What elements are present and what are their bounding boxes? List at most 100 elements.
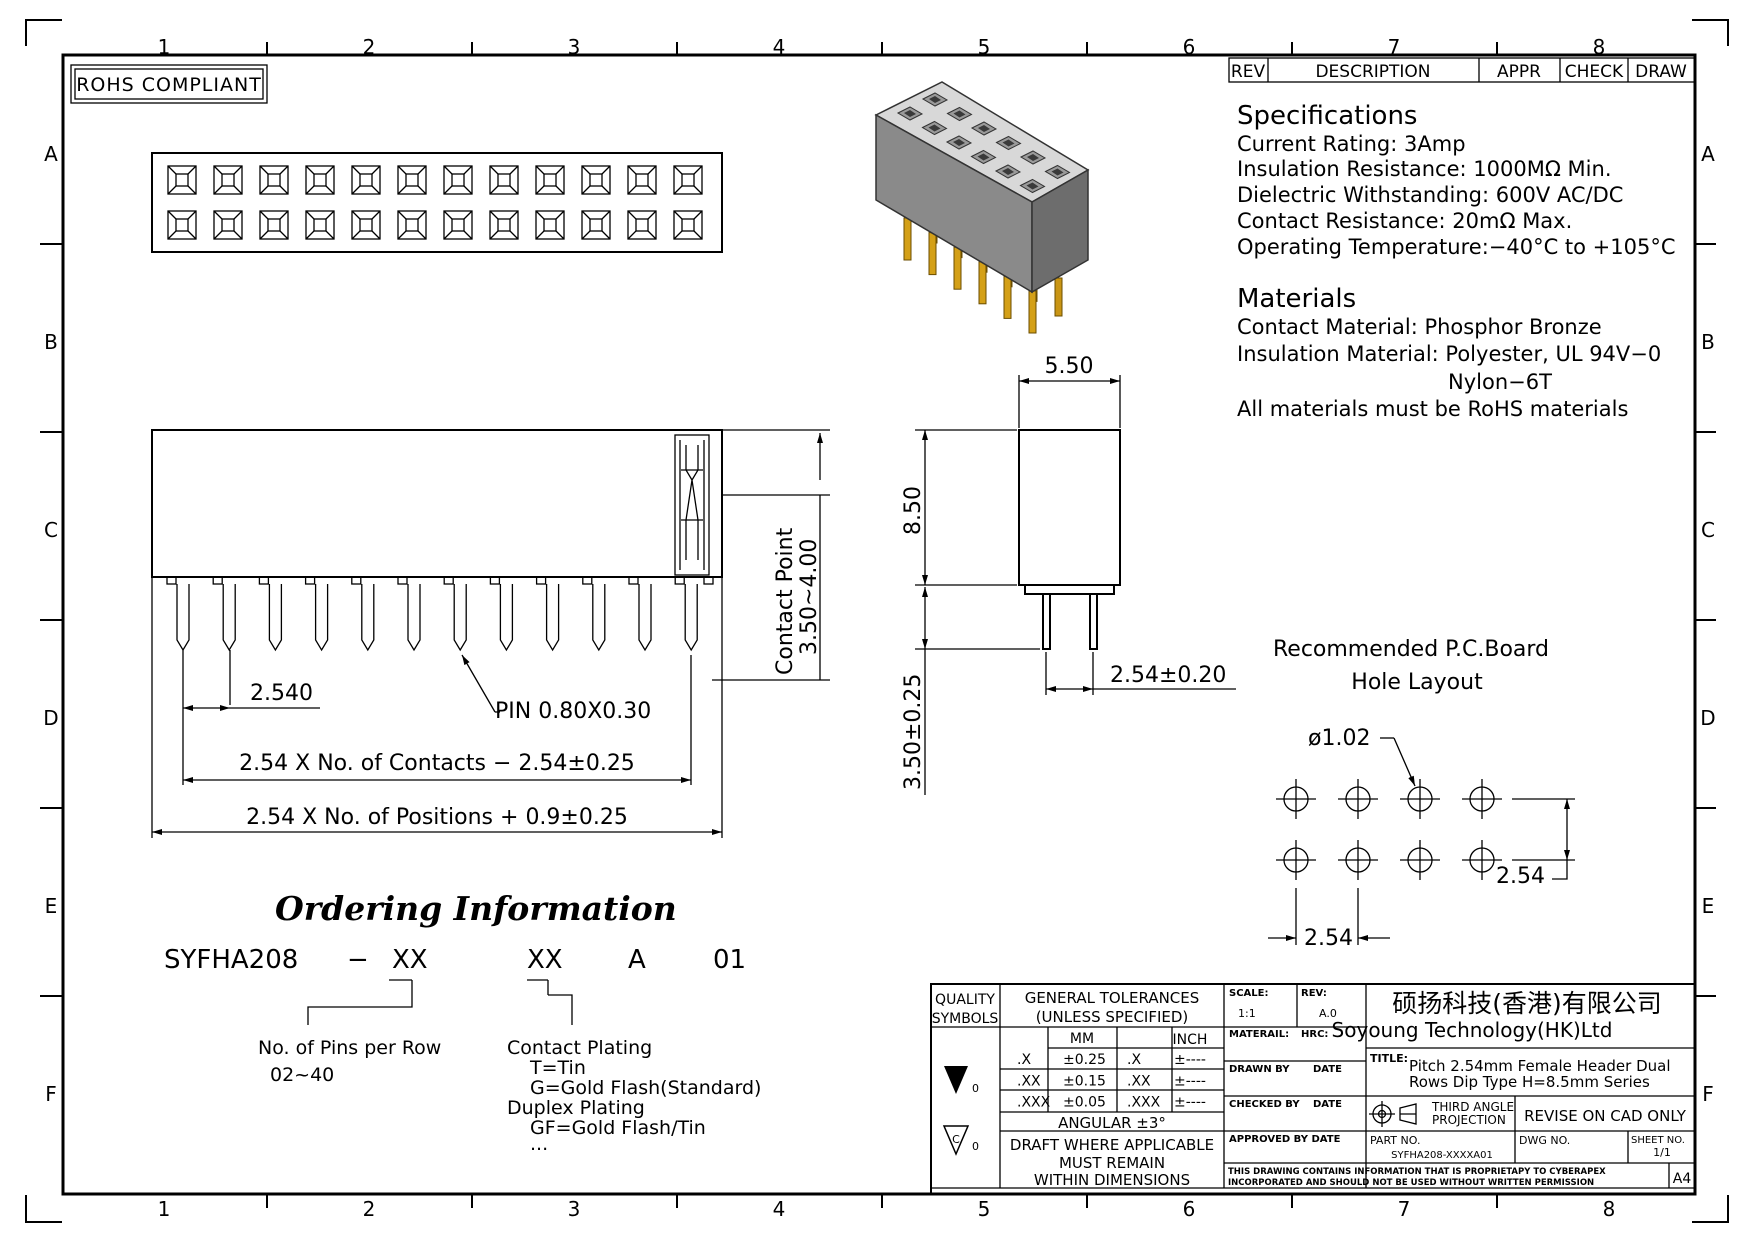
material-nylon: Nylon−6T xyxy=(1448,370,1552,394)
tolerance-cell: ±---- xyxy=(1174,1073,1206,1089)
top-cell-inner xyxy=(589,173,603,187)
front-pin xyxy=(222,584,236,652)
top-cell-outer xyxy=(351,165,381,195)
top-cell-inner xyxy=(543,173,557,187)
ordering-info: Ordering Information SYFHA208 − XX XX A … xyxy=(164,889,761,1155)
top-cell-bevel xyxy=(305,210,335,240)
duplex-gf: GF=Gold Flash/Tin xyxy=(530,1117,706,1139)
pcb-hole-center xyxy=(1462,779,1502,819)
top-cell-bevel xyxy=(581,210,611,240)
front-standoff xyxy=(212,576,223,585)
rev-header: REV xyxy=(1231,62,1266,82)
pcb-hole-center xyxy=(1338,840,1378,880)
col-5: 5 xyxy=(978,35,991,59)
tolerance-cell: .XXX xyxy=(1017,1095,1051,1111)
top-cell-inner xyxy=(497,173,511,187)
tolerance-rows: .X±0.25.X±----.XX±0.15.XX±----.XXX±0.05.… xyxy=(1017,1052,1206,1111)
top-cell-outer xyxy=(259,165,289,195)
spec-insulation: Insulation Resistance: 1000MΩ Min. xyxy=(1237,157,1612,181)
part-no-value: SYFHA208-XXXXA01 xyxy=(1391,1150,1493,1161)
top-cell-bevel xyxy=(535,210,565,240)
tolerance-cell: .XX xyxy=(1017,1073,1041,1089)
col-6-bottom: 6 xyxy=(1183,1197,1196,1221)
top-cell-bevel xyxy=(535,165,565,195)
top-cell xyxy=(627,165,657,195)
zone-ticks xyxy=(40,42,1716,1208)
col-2: 2 xyxy=(363,35,376,59)
top-cell-bevel xyxy=(167,210,197,240)
top-view xyxy=(151,152,723,253)
row-a: A xyxy=(44,142,58,166)
pcb-layout: Recommended P.C.Board Hole Layout ø1.02 … xyxy=(1268,637,1575,951)
top-cell-outer xyxy=(581,165,611,195)
angular-tolerance: ANGULAR ±3° xyxy=(1058,1114,1166,1132)
row-a-right: A xyxy=(1701,142,1715,166)
col-6: 6 xyxy=(1183,35,1196,59)
top-cell-inner xyxy=(635,218,649,232)
top-cell-outer xyxy=(213,165,243,195)
tolerance-cell: ±---- xyxy=(1174,1052,1206,1068)
top-cell-bevel xyxy=(627,165,657,195)
pcb-holes xyxy=(1276,779,1502,880)
top-cell-outer xyxy=(167,210,197,240)
pcb-hole xyxy=(1276,840,1316,880)
top-cell-inner xyxy=(313,173,327,187)
col-8-bottom: 8 xyxy=(1603,1197,1616,1221)
iso-pin xyxy=(953,246,962,290)
unless-specified: (UNLESS SPECIFIED) xyxy=(1036,1008,1189,1026)
top-cell-outer xyxy=(305,165,335,195)
draft-line-2: MUST REMAIN xyxy=(1059,1154,1165,1172)
pcb-hole xyxy=(1462,840,1502,880)
top-cell-outer xyxy=(305,210,335,240)
side-view: 5.50 8.50 3.50±0.25 2.54±0.20 xyxy=(901,354,1236,795)
top-cell xyxy=(259,165,289,195)
top-cell-bevel xyxy=(305,165,335,195)
front-standoff xyxy=(304,576,316,585)
part-dash: − xyxy=(347,945,369,975)
top-cell xyxy=(259,210,289,240)
spec-current: Current Rating: 3Amp xyxy=(1237,132,1466,156)
front-standoff xyxy=(535,576,547,585)
pcb-hole-center xyxy=(1400,840,1440,880)
top-cell-inner xyxy=(497,218,511,232)
top-cell xyxy=(443,210,473,240)
front-standoff xyxy=(397,576,408,585)
top-cell-outer xyxy=(535,210,565,240)
top-cell-inner xyxy=(359,218,373,232)
front-pin xyxy=(545,584,560,652)
top-cell-inner xyxy=(267,218,281,232)
top-cell-outer xyxy=(443,210,473,240)
top-cell-outer xyxy=(443,165,473,195)
revise-on-cad: REVISE ON CAD ONLY xyxy=(1524,1107,1687,1125)
top-cell xyxy=(351,210,381,240)
front-pin xyxy=(268,584,283,652)
iso-pin xyxy=(978,261,987,305)
top-cell-bevel xyxy=(673,165,703,195)
sheet-no-value: 1/1 xyxy=(1653,1146,1671,1159)
front-standoff xyxy=(351,576,362,585)
part-pins: XX xyxy=(392,945,428,975)
material-rohs: All materials must be RoHS materials xyxy=(1237,397,1628,421)
front-pin xyxy=(361,584,375,652)
front-standoff xyxy=(166,576,177,585)
top-cell-bevel xyxy=(397,210,427,240)
major-symbol-icon xyxy=(942,1125,970,1156)
spec-temperature: Operating Temperature:−40°C to +105°C xyxy=(1237,235,1676,259)
col-1-bottom: 1 xyxy=(158,1197,171,1221)
top-cell xyxy=(397,165,427,195)
part-series: SYFHA208 xyxy=(164,945,298,975)
pcb-hole xyxy=(1276,779,1316,819)
plating-tin: T=Tin xyxy=(529,1057,586,1079)
sheet-no-label: SHEET NO. xyxy=(1631,1135,1685,1146)
title-line-2: Rows Dip Type H=8.5mm Series xyxy=(1409,1073,1650,1091)
draft-line-1: DRAFT WHERE APPLICABLE xyxy=(1010,1136,1214,1154)
front-standoff xyxy=(703,576,714,585)
isometric-view xyxy=(874,81,1090,334)
top-cell-inner xyxy=(267,173,281,187)
iso-hole-inner xyxy=(1002,139,1015,147)
front-view: Contact Point 3.50~4.00 2.540 PIN 0.80X0… xyxy=(151,429,830,838)
iso-holes xyxy=(896,92,1071,194)
col-1: 1 xyxy=(158,35,171,59)
zone-column-numbers: 1 2 3 4 5 6 7 8 1 2 3 4 5 6 7 8 xyxy=(158,35,1616,1221)
